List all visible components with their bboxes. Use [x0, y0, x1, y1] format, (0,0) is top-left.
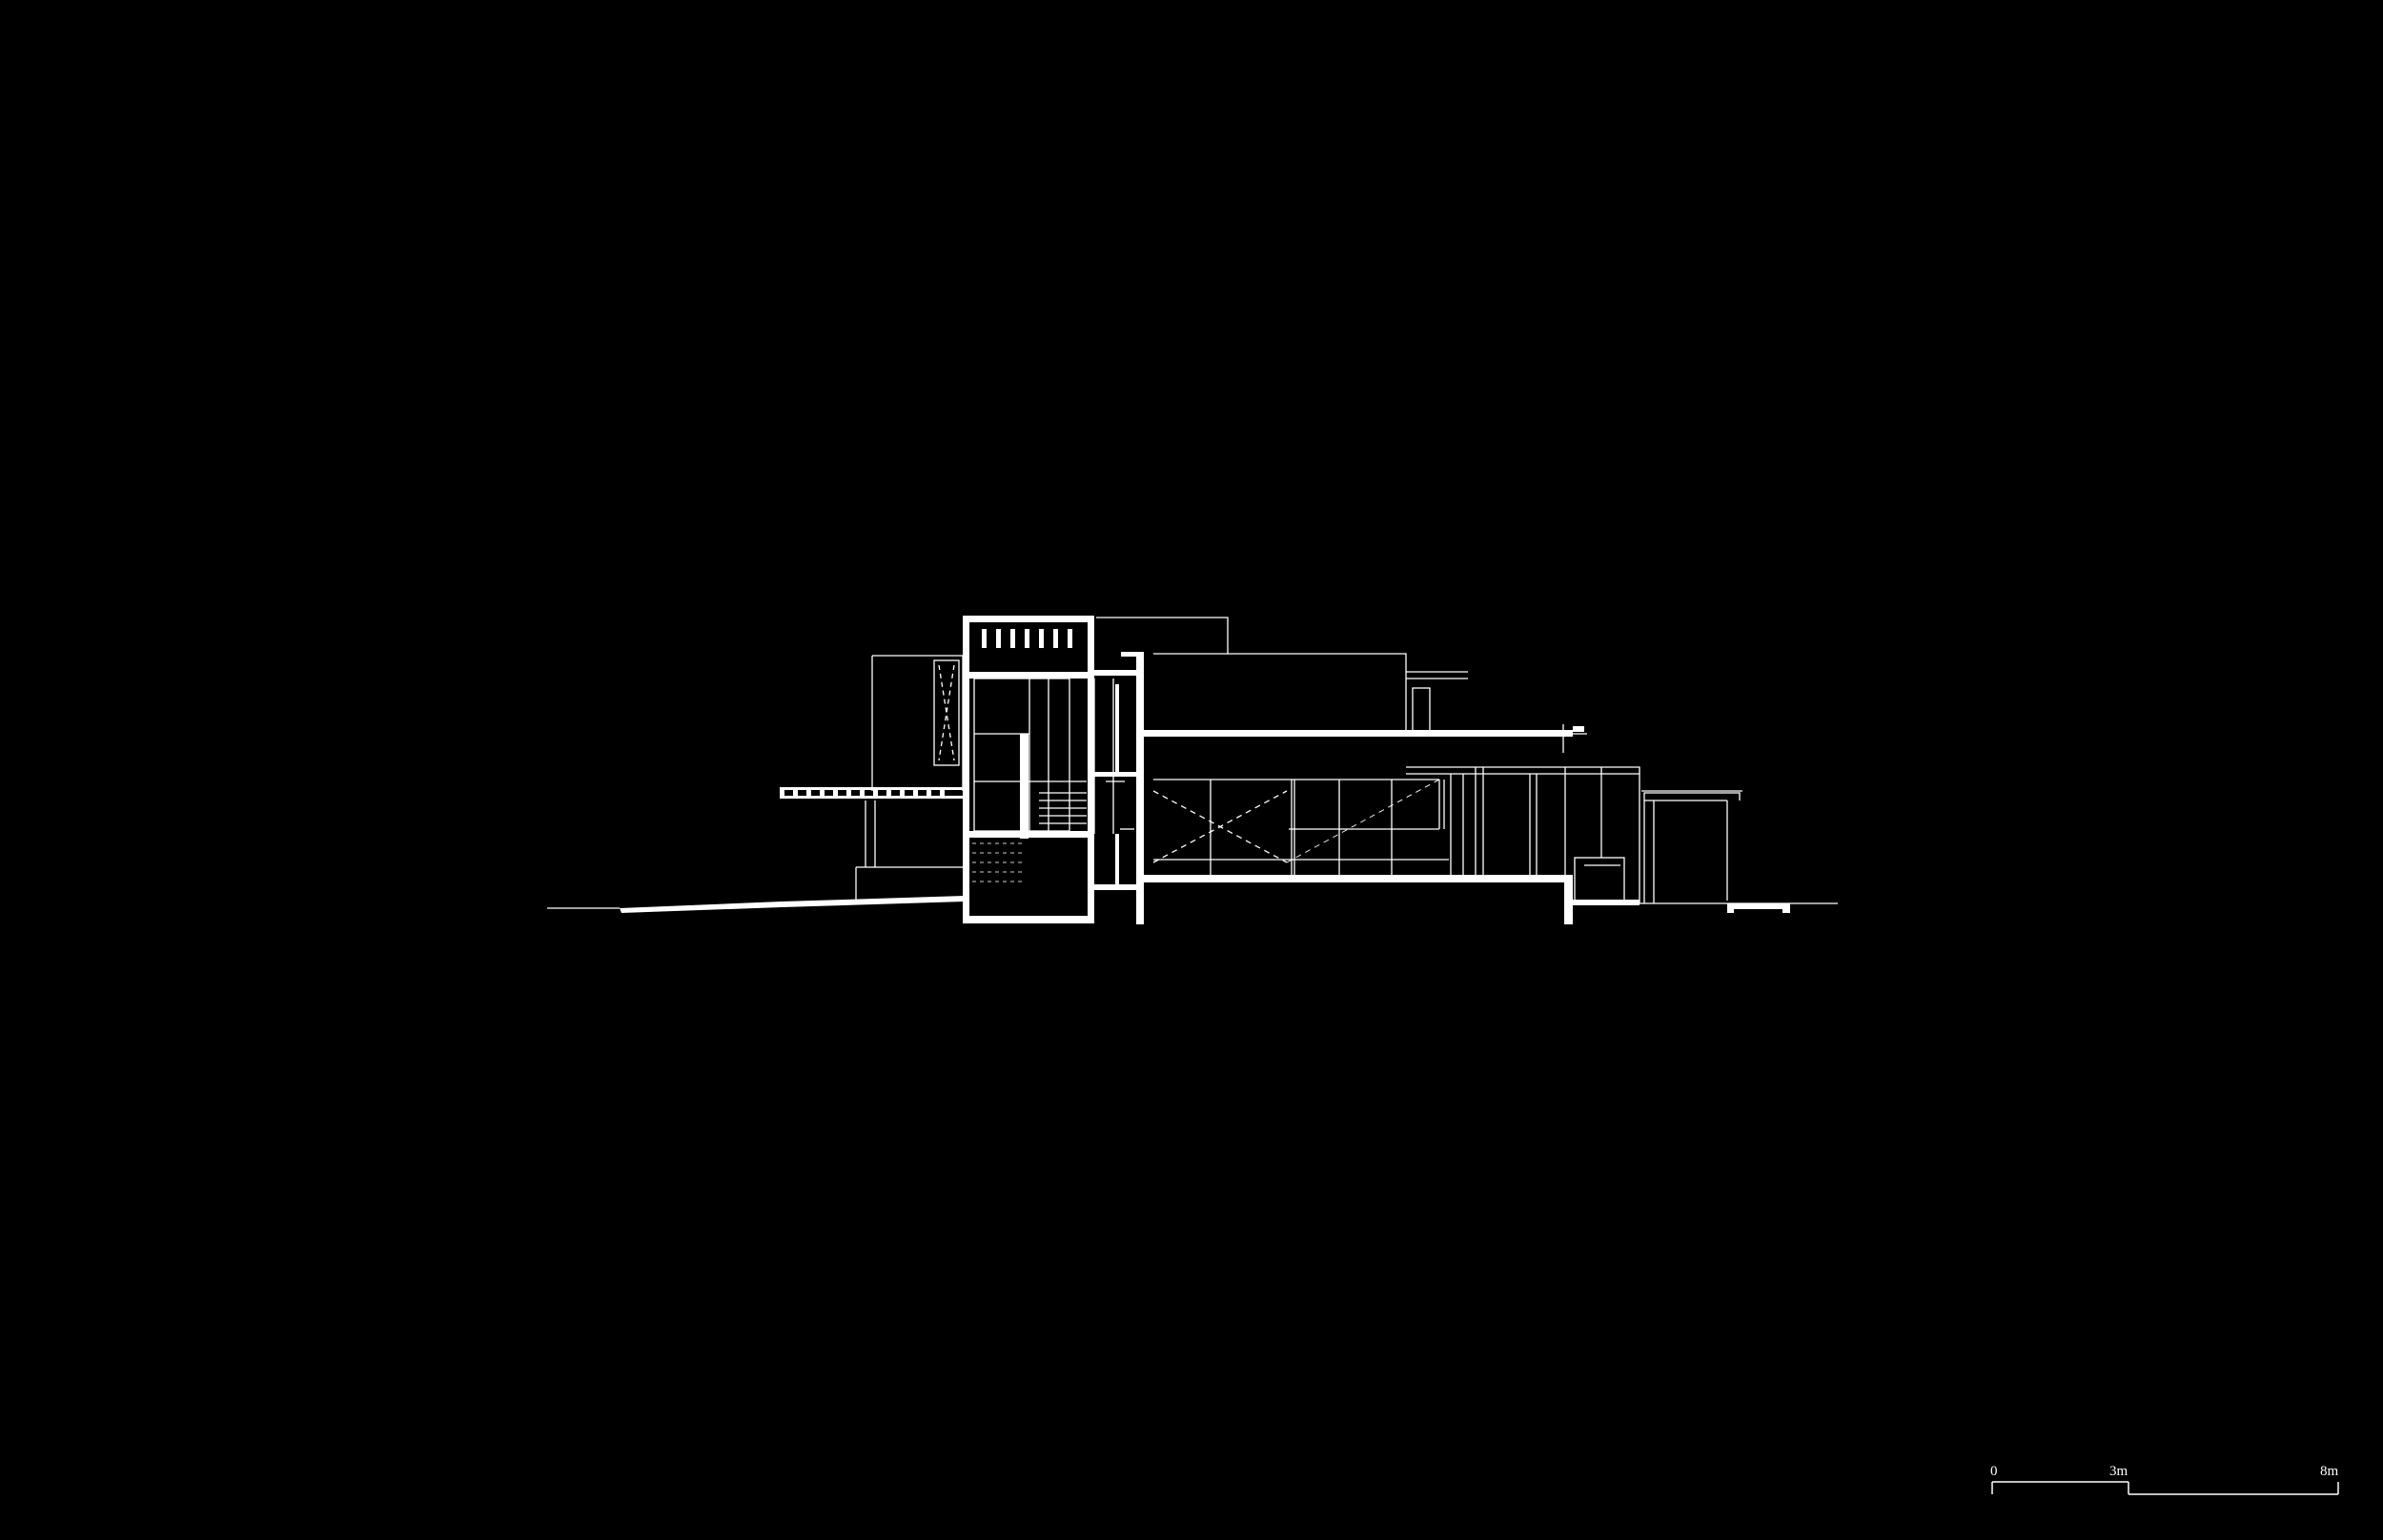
- scale-bar: [1991, 1481, 2339, 1495]
- hall-floor-slab: [1144, 875, 1573, 882]
- hall-end-wall: [1564, 875, 1573, 924]
- annex-footing: [1727, 903, 1790, 909]
- basement-hatch: [972, 842, 1025, 882]
- tower-roof-slab: [963, 616, 1092, 622]
- core-wall-a: [1094, 670, 1142, 676]
- section-cut: [620, 616, 1790, 924]
- hall-diagonal-b: [1152, 790, 1288, 863]
- tower-floor-slab: [963, 831, 1094, 838]
- stair-treads: [1039, 792, 1087, 824]
- tower-basement-slab: [963, 916, 1094, 923]
- right-wing-outline: [1406, 766, 1640, 903]
- tower-left-wall: [963, 616, 969, 922]
- scale-label-8m: 8m: [2320, 1464, 2339, 1479]
- terrain-cut: [620, 896, 965, 913]
- left-window-frame: [933, 659, 960, 766]
- scale-label-0: 0: [1990, 1464, 1998, 1479]
- tower-right-wall: [1088, 616, 1094, 922]
- left-pergola: [780, 787, 963, 799]
- core-wall-b: [1136, 652, 1144, 924]
- upper-cantilever-slab: [1144, 730, 1573, 737]
- tower-clerestory: [982, 629, 1072, 648]
- scale-label-3m: 3m: [2109, 1464, 2128, 1479]
- annex-outline: [1643, 792, 1741, 903]
